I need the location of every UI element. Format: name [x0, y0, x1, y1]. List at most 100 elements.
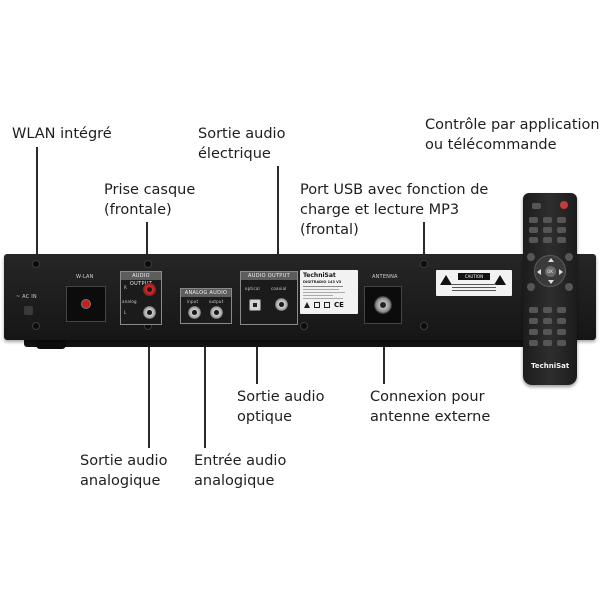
input-label: input	[187, 299, 199, 304]
remote-brand-label: TechniSat	[531, 362, 570, 370]
caution-text: CAUTION	[458, 273, 490, 280]
remote-number-button[interactable]	[529, 307, 538, 313]
leader-line-analog-out	[148, 312, 150, 448]
leader-line-optical	[256, 312, 258, 384]
remote-button[interactable]	[527, 253, 535, 261]
remote-button[interactable]	[557, 217, 566, 223]
remote-number-button[interactable]	[557, 329, 566, 335]
channel-l-label: L	[124, 310, 127, 315]
callout-analog-audio-input: Entrée audio analogique	[194, 453, 287, 489]
analog-output-jack[interactable]	[210, 306, 223, 319]
remote-number-button[interactable]	[543, 318, 552, 324]
audio-output-digital-header: AUDIO OUTPUT	[241, 272, 297, 280]
channel-r-label: R	[124, 285, 127, 290]
leader-line-electrical	[277, 166, 279, 280]
remote-control: OK TechniSat	[523, 193, 577, 385]
remote-dpad[interactable]: OK	[534, 255, 566, 287]
remote-number-button[interactable]	[543, 340, 552, 346]
callout-analog-audio-output: Sortie audio analogique	[80, 453, 168, 489]
callout-external-antenna: Connexion pour antenne externe	[370, 389, 491, 425]
screw	[300, 322, 308, 330]
remote-number-button[interactable]	[557, 318, 566, 324]
remote-number-button[interactable]	[529, 329, 538, 335]
analog-audio-block: ANALOG AUDIO input output	[180, 288, 232, 324]
wlan-antenna-connector-icon	[81, 299, 91, 309]
callout-electrical-audio-output: Sortie audio électrique	[198, 126, 286, 162]
callout-app-control: Contrôle par application ou télécommande	[425, 117, 600, 153]
remote-button[interactable]	[565, 283, 573, 291]
screw	[32, 322, 40, 330]
model-label: DIGITRADIO 143 V3	[303, 280, 342, 284]
callout-optical-audio-output: Sortie audio optique	[237, 389, 325, 425]
analog-audio-header: ANALOG AUDIO	[181, 289, 231, 297]
brand-label: TechniSat	[303, 272, 336, 279]
arrow-up-icon	[548, 258, 554, 262]
output-label: output	[209, 299, 224, 304]
antenna-label: ANTENNA	[372, 274, 398, 280]
remote-button[interactable]	[543, 217, 552, 223]
remote-power-button[interactable]	[560, 201, 568, 209]
remote-ok-button[interactable]: OK	[544, 265, 556, 277]
wlan-port-label: W-LAN	[76, 274, 94, 280]
coaxial-jack[interactable]	[275, 298, 288, 311]
remote-button[interactable]	[543, 227, 552, 233]
remote-button[interactable]	[527, 283, 535, 291]
lightning-warning-icon	[440, 275, 452, 285]
leader-line-usb	[423, 222, 425, 258]
device-base	[24, 339, 576, 347]
remote-button[interactable]	[557, 237, 566, 243]
optical-label: optical	[245, 286, 260, 291]
leader-line-analog-in	[204, 316, 206, 448]
screw	[420, 260, 428, 268]
antenna-socket[interactable]	[364, 286, 402, 324]
recycle-icon	[324, 302, 330, 308]
arrow-left-icon	[537, 269, 541, 275]
screw	[32, 260, 40, 268]
remote-number-button[interactable]	[529, 318, 538, 324]
remote-number-button[interactable]	[529, 340, 538, 346]
remote-number-button[interactable]	[557, 340, 566, 346]
radio-rear-panel: ~ AC IN W-LAN AUDIO OUTPUT analog R L AN…	[4, 254, 596, 340]
callout-headphone-jack: Prise casque (frontale)	[104, 182, 196, 218]
coaxial-label: coaxial	[271, 286, 287, 291]
screw	[420, 322, 428, 330]
remote-number-button[interactable]	[557, 307, 566, 313]
audio-output-analog-block: AUDIO OUTPUT analog R L	[120, 271, 162, 325]
rating-label-plate: TechniSat DIGITRADIO 143 V3 CE	[300, 270, 358, 314]
remote-number-button[interactable]	[543, 307, 552, 313]
audio-output-digital-block: AUDIO OUTPUT optical coaxial	[240, 271, 298, 325]
ac-in-label: ~ AC IN	[16, 294, 37, 300]
remote-button[interactable]	[565, 253, 573, 261]
arrow-right-icon	[559, 269, 563, 275]
caution-label-plate: CAUTION	[436, 270, 512, 296]
antenna-connector-icon	[374, 296, 392, 314]
leader-line-wlan	[36, 147, 38, 263]
ac-power-socket[interactable]	[24, 306, 33, 315]
double-insulation-icon	[314, 302, 320, 308]
remote-button[interactable]	[543, 237, 552, 243]
callout-usb-port: Port USB avec fonction de charge et lect…	[300, 182, 489, 238]
callout-wlan: WLAN intégré	[12, 126, 112, 142]
analog-label: analog	[122, 299, 137, 304]
rca-left-jack[interactable]	[143, 306, 156, 319]
remote-number-button[interactable]	[543, 329, 552, 335]
remote-button[interactable]	[532, 203, 541, 209]
ce-mark: CE	[334, 301, 344, 309]
exclamation-warning-icon	[494, 275, 506, 285]
leader-line-headphone	[146, 222, 148, 258]
analog-input-jack[interactable]	[188, 306, 201, 319]
warning-triangle-icon	[304, 302, 310, 308]
optical-toslink-port[interactable]	[249, 299, 261, 311]
screw	[144, 260, 152, 268]
leader-line-antenna	[383, 316, 385, 384]
wlan-antenna-socket[interactable]	[66, 286, 106, 322]
rca-right-jack[interactable]	[143, 283, 156, 296]
remote-button[interactable]	[529, 237, 538, 243]
remote-button[interactable]	[529, 227, 538, 233]
device-foot-left	[36, 338, 66, 349]
audio-output-header: AUDIO OUTPUT	[121, 272, 161, 287]
remote-button[interactable]	[529, 217, 538, 223]
arrow-down-icon	[548, 280, 554, 284]
remote-button[interactable]	[557, 227, 566, 233]
